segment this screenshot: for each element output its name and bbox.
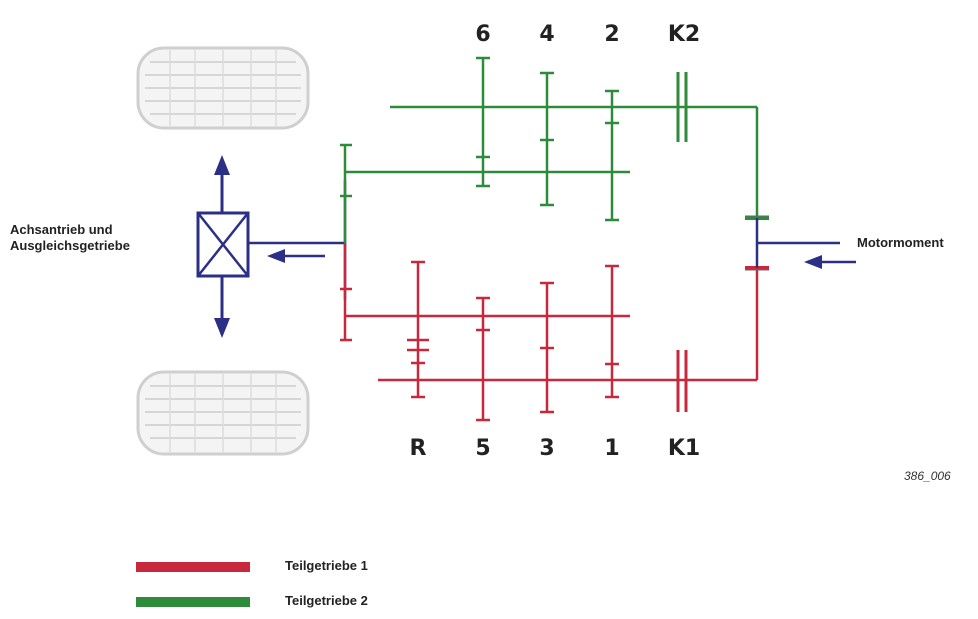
gear-label-3: 3	[539, 436, 555, 461]
legend-label-1: Teilgetriebe 1	[285, 558, 368, 573]
gear-label-r: R	[409, 436, 427, 461]
differential	[196, 155, 347, 338]
gear-label-6: 6	[475, 22, 491, 47]
gear-label-5: 5	[475, 436, 491, 461]
gear-label-1: 1	[604, 436, 620, 461]
clutch-label-k1: K1	[667, 436, 701, 461]
legend-label-2: Teilgetriebe 2	[285, 593, 368, 608]
engine-input	[745, 215, 856, 271]
legend-swatch-green	[136, 597, 250, 607]
final-drive-label: Achsantrieb und Ausgleichsgetriebe	[10, 222, 130, 254]
figure-id: 386_006	[904, 469, 951, 483]
gear-label-4: 4	[539, 22, 555, 47]
legend-swatch-red	[136, 562, 250, 572]
sub-transmission-1	[340, 243, 769, 422]
gear-label-2: 2	[604, 22, 620, 47]
final-drive-label-line1: Achsantrieb und	[10, 222, 113, 237]
clutch-label-k2: K2	[667, 22, 701, 47]
final-drive-label-line2: Ausgleichsgetriebe	[10, 238, 130, 253]
tire-bottom-icon	[136, 370, 310, 456]
engine-torque-label: Motormoment	[857, 235, 944, 250]
tire-top-icon	[136, 46, 310, 130]
sub-transmission-2	[340, 56, 769, 243]
